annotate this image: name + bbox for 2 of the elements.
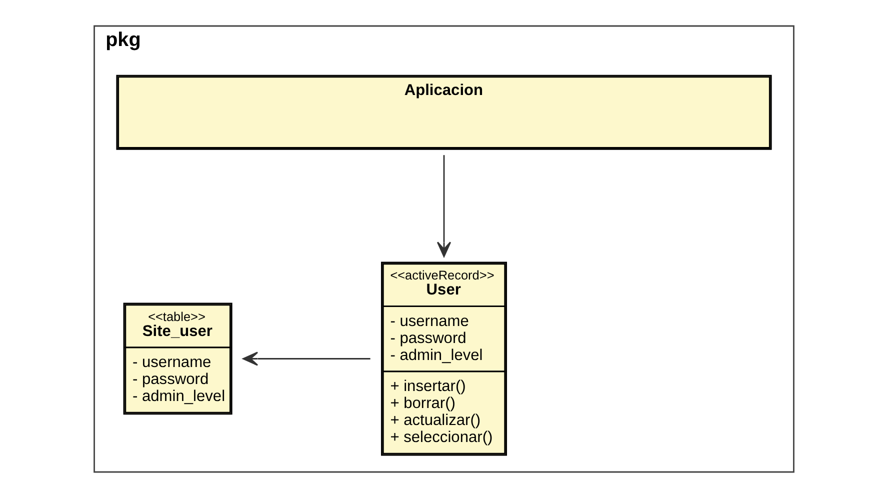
arrow xyxy=(242,351,370,366)
arrow xyxy=(436,154,451,257)
